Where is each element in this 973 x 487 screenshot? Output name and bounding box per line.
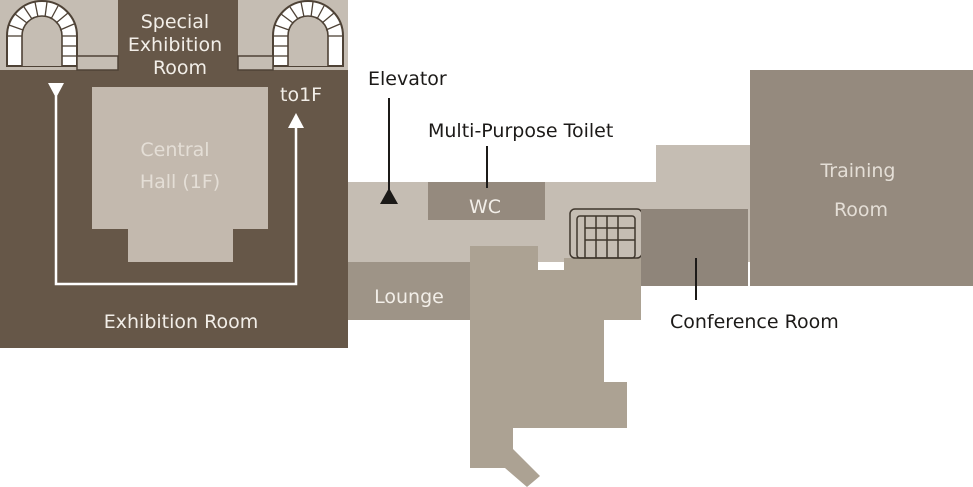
lounge-area xyxy=(348,262,470,320)
exhibition-room-label: Exhibition Room xyxy=(104,311,258,333)
spiral-staircase-icon xyxy=(272,0,344,67)
conference-room-label: Conference Room xyxy=(670,311,839,333)
to-1f-label: to1F xyxy=(280,84,322,106)
conference-room xyxy=(641,209,748,286)
central-hall-area xyxy=(92,87,268,262)
wc-label: WC xyxy=(469,196,501,218)
staircase-icon xyxy=(569,208,643,259)
stair-landing xyxy=(76,55,119,71)
training-room-label: Training Room xyxy=(819,160,901,221)
corridor-extension xyxy=(656,145,750,185)
elevator-label: Elevator xyxy=(368,68,447,90)
up-arrow-icon xyxy=(288,113,304,128)
spiral-staircase-icon xyxy=(6,0,78,67)
down-arrow-icon xyxy=(48,83,64,98)
central-hall-label: Central Hall (1F) xyxy=(140,139,220,193)
training-room xyxy=(750,70,973,286)
special-exhibition-room-area xyxy=(118,0,238,82)
multi-purpose-toilet-label: Multi-Purpose Toilet xyxy=(428,120,613,142)
lounge-label: Lounge xyxy=(374,286,444,308)
stair-landing xyxy=(237,55,274,71)
wc-room xyxy=(428,182,545,220)
elevator-marker-icon xyxy=(380,188,398,204)
special-exhibition-room-label: Special Exhibition Room xyxy=(128,11,228,79)
lobby-area xyxy=(470,246,641,487)
circulation-route xyxy=(54,96,298,286)
